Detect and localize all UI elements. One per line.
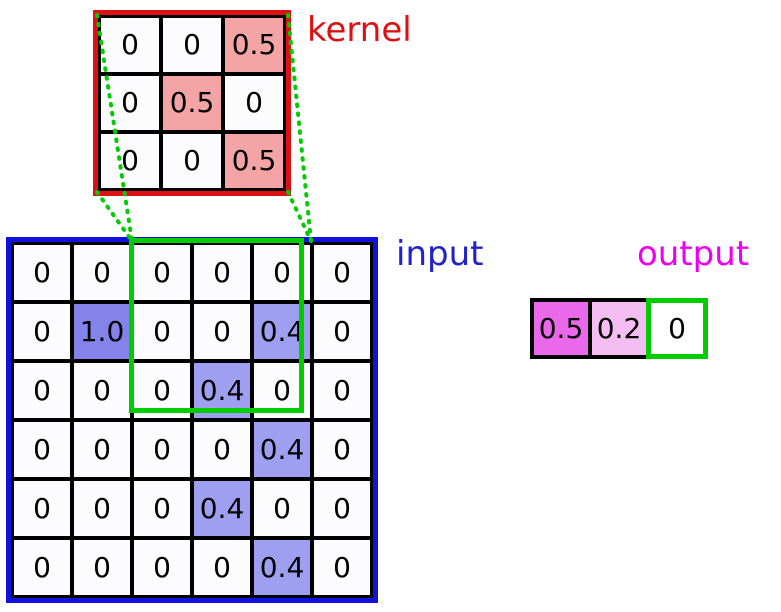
input-cell: 0: [14, 363, 70, 418]
input-cell: 0: [74, 540, 130, 595]
input-cell: 0: [14, 245, 70, 300]
input-cell: 0: [314, 422, 370, 477]
input-cell: 0: [74, 363, 130, 418]
kernel-cell: 0.5: [163, 76, 221, 130]
input-cell: 0.4: [194, 481, 250, 536]
input-cell: 0: [194, 422, 250, 477]
input-cell: 0: [314, 363, 370, 418]
input-cell: 0: [14, 304, 70, 359]
output-label: output: [637, 234, 750, 274]
kernel-cell: 0: [101, 76, 159, 130]
input-cell: 0: [134, 245, 190, 300]
input-cell: 0: [134, 422, 190, 477]
input-cell: 0: [194, 304, 250, 359]
input-cell: 0: [74, 422, 130, 477]
input-label: input: [396, 234, 484, 274]
input-cell: 0: [194, 245, 250, 300]
projection-line-right-bottom: [286, 190, 313, 243]
output-cell: 0.2: [588, 298, 650, 359]
kernel-cell: 0: [163, 134, 221, 188]
input-cell: 0: [14, 422, 70, 477]
input-cell: 1.0: [74, 304, 130, 359]
kernel-window-overlay: [129, 238, 304, 413]
input-cell: 0: [14, 540, 70, 595]
kernel-cell: 0: [163, 18, 221, 72]
input-cell: 0: [314, 540, 370, 595]
kernel-cell: 0.5: [225, 18, 283, 72]
output-cell: 0: [646, 298, 708, 359]
input-cell: 0: [194, 540, 250, 595]
kernel-label: kernel: [307, 10, 412, 50]
kernel-cell: 0: [101, 18, 159, 72]
input-cell: 0: [314, 481, 370, 536]
projection-line-left-bottom: [95, 190, 134, 243]
input-cell: 0: [14, 481, 70, 536]
input-cell: 0: [314, 245, 370, 300]
input-cell: 0: [74, 481, 130, 536]
kernel-cell: 0.5: [225, 134, 283, 188]
kernel-cell: 0: [101, 134, 159, 188]
input-cell: 0.4: [254, 540, 310, 595]
input-cell: 0: [254, 481, 310, 536]
input-cell: 0: [134, 481, 190, 536]
input-cell: 0: [134, 540, 190, 595]
input-cell: 0.4: [254, 422, 310, 477]
kernel-cell: 0: [225, 76, 283, 130]
input-cell: 0: [134, 304, 190, 359]
input-cell: 0: [74, 245, 130, 300]
output-cell: 0.5: [530, 298, 592, 359]
input-cell: 0: [314, 304, 370, 359]
